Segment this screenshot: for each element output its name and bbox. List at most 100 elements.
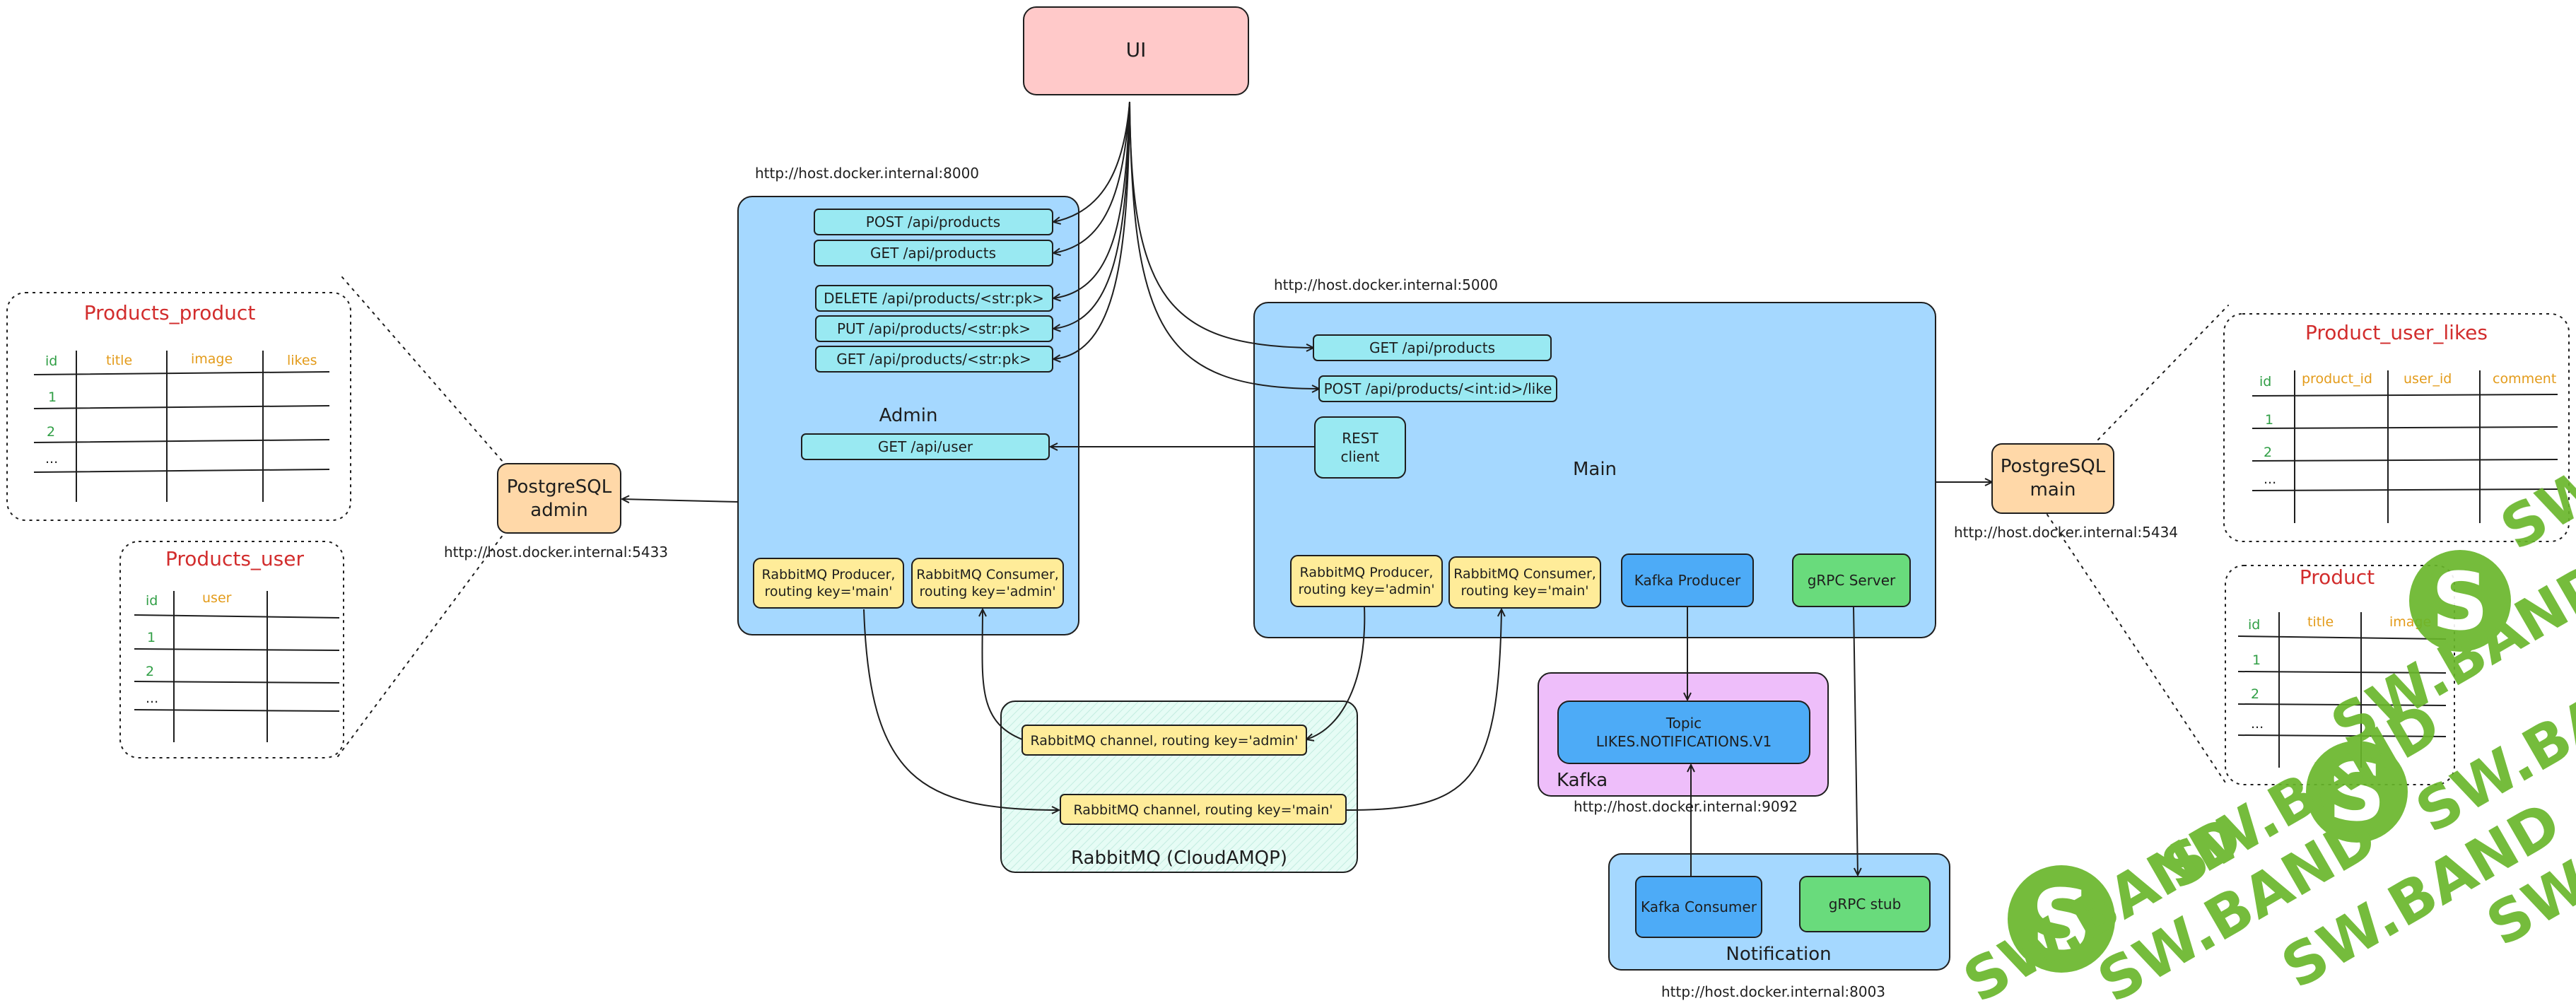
notification-url: http://host.docker.internal:8003 xyxy=(1661,983,1885,1000)
svg-text:GET /api/user: GET /api/user xyxy=(878,438,973,455)
main-url: http://host.docker.internal:5000 xyxy=(1274,276,1498,293)
table-products-user: Products_user id user 1 2 ... xyxy=(119,541,344,758)
admin-label: Admin xyxy=(879,405,938,426)
svg-text:user: user xyxy=(202,590,232,606)
postgres-admin: PostgreSQL admin xyxy=(497,463,621,534)
svg-text:S: S xyxy=(2432,556,2489,648)
admin-endpoint-get-products: GET /api/products xyxy=(814,240,1053,266)
svg-text:Products_user: Products_user xyxy=(165,547,304,570)
main-grpc-server: gRPC Server xyxy=(1792,553,1911,607)
ui-node: UI xyxy=(1023,6,1249,95)
admin-endpoint-post-products: POST /api/products xyxy=(814,209,1053,235)
rabbitmq-label: RabbitMQ (CloudAMQP) xyxy=(1071,848,1287,869)
svg-text:Kafka Consumer: Kafka Consumer xyxy=(1641,898,1757,915)
svg-text:1: 1 xyxy=(48,389,57,405)
svg-text:2: 2 xyxy=(2264,445,2272,460)
svg-text:id: id xyxy=(146,593,158,609)
admin-endpoint-put-product: PUT /api/products/<str:pk> xyxy=(815,315,1053,342)
svg-text:REST: REST xyxy=(1342,430,1378,447)
svg-text:main: main xyxy=(2030,479,2076,500)
admin-endpoint-get-user: GET /api/user xyxy=(801,433,1050,460)
svg-text:PostgreSQL: PostgreSQL xyxy=(2001,456,2106,477)
admin-rabbitmq-consumer: RabbitMQ Consumer, routing key='admin' xyxy=(911,558,1064,609)
main-kafka-producer: Kafka Producer xyxy=(1621,553,1754,607)
svg-text:id: id xyxy=(2248,617,2260,633)
kafka-url: http://host.docker.internal:9092 xyxy=(1574,798,1798,815)
main-endpoint-get-products: GET /api/products xyxy=(1313,334,1552,361)
admin-endpoint-delete-product: DELETE /api/products/<str:pk> xyxy=(815,285,1053,312)
rabbitmq-channel-main: RabbitMQ channel, routing key='main' xyxy=(1060,794,1347,825)
kafka-label: Kafka xyxy=(1557,770,1608,791)
svg-text:RabbitMQ channel, routing key=: RabbitMQ channel, routing key='main' xyxy=(1074,802,1333,818)
svg-text:id: id xyxy=(2259,374,2271,389)
svg-text:GET /api/products: GET /api/products xyxy=(1369,339,1495,356)
svg-text:gRPC Server: gRPC Server xyxy=(1808,572,1896,589)
svg-text:GET /api/products/<str:pk>: GET /api/products/<str:pk> xyxy=(836,351,1031,368)
svg-text:LIKES.NOTIFICATIONS.V1: LIKES.NOTIFICATIONS.V1 xyxy=(1596,733,1772,750)
main-rest-client: REST client xyxy=(1314,416,1406,479)
main-label: Main xyxy=(1573,459,1617,480)
svg-text:Topic: Topic xyxy=(1665,715,1702,732)
svg-text:2: 2 xyxy=(47,424,55,440)
rabbitmq-channel-admin: RabbitMQ channel, routing key='admin' xyxy=(1021,725,1307,756)
main-endpoint-like-product: POST /api/products/<int:id>/like xyxy=(1318,375,1557,402)
svg-text:RabbitMQ Producer,: RabbitMQ Producer, xyxy=(1300,565,1434,580)
svg-text:gRPC stub: gRPC stub xyxy=(1829,896,1902,913)
admin-endpoint-get-product: GET /api/products/<str:pk> xyxy=(815,346,1053,373)
postgres-admin-url: http://host.docker.internal:5433 xyxy=(444,544,668,561)
svg-text:PUT /api/products/<str:pk>: PUT /api/products/<str:pk> xyxy=(837,320,1031,337)
svg-text:...: ... xyxy=(2251,716,2264,732)
svg-text:2: 2 xyxy=(2251,686,2259,702)
svg-text:Kafka Producer: Kafka Producer xyxy=(1634,572,1741,589)
svg-text:S: S xyxy=(2032,871,2092,968)
svg-text:Product_user_likes: Product_user_likes xyxy=(2305,321,2488,344)
svg-text:likes: likes xyxy=(287,353,317,368)
admin-url: http://host.docker.internal:8000 xyxy=(755,165,979,182)
watermark-logo-2: S xyxy=(2306,741,2408,843)
postgres-main: PostgreSQL main xyxy=(1991,443,2114,514)
svg-text:POST /api/products/<int:id>/li: POST /api/products/<int:id>/like xyxy=(1324,380,1552,397)
svg-text:1: 1 xyxy=(2252,652,2261,668)
svg-text:client: client xyxy=(1341,448,1380,465)
svg-text:2: 2 xyxy=(146,664,154,679)
svg-text:admin: admin xyxy=(530,500,587,521)
svg-text:...: ... xyxy=(2264,471,2276,487)
svg-text:POST /api/products: POST /api/products xyxy=(866,213,1000,230)
svg-text:...: ... xyxy=(146,691,158,706)
svg-text:RabbitMQ Consumer,: RabbitMQ Consumer, xyxy=(1453,566,1596,582)
svg-text:user_id: user_id xyxy=(2404,371,2452,387)
admin-rabbitmq-producer: RabbitMQ Producer, routing key='main' xyxy=(753,558,904,609)
svg-text:Product: Product xyxy=(2300,565,2375,589)
watermark: S S S SW.BAND SW.BAND SW.BAND SW.BAND SW… xyxy=(1953,351,2576,1008)
watermark-logo-3: S xyxy=(2008,865,2115,973)
svg-text:image: image xyxy=(191,351,233,367)
svg-text:Products_product: Products_product xyxy=(84,301,256,324)
svg-text:GET /api/products: GET /api/products xyxy=(870,245,996,262)
svg-text:...: ... xyxy=(45,451,58,467)
svg-text:PostgreSQL: PostgreSQL xyxy=(507,476,612,498)
svg-text:id: id xyxy=(45,353,57,369)
ui-label: UI xyxy=(1126,38,1147,61)
svg-text:comment: comment xyxy=(2493,371,2556,387)
notification-kafka-consumer: Kafka Consumer xyxy=(1635,876,1762,938)
table-products-product: Products_product id title image likes 1 … xyxy=(6,292,351,521)
svg-text:1: 1 xyxy=(2265,412,2273,428)
svg-text:DELETE /api/products/<str:pk>: DELETE /api/products/<str:pk> xyxy=(824,290,1044,307)
svg-text:product_id: product_id xyxy=(2302,371,2372,387)
main-rabbitmq-consumer: RabbitMQ Consumer, routing key='main' xyxy=(1448,556,1601,609)
table-product-user-likes: Product_user_likes id product_id user_id… xyxy=(2223,313,2570,542)
notification-label: Notification xyxy=(1726,944,1831,965)
svg-text:title: title xyxy=(2307,614,2334,630)
svg-text:routing key='admin': routing key='admin' xyxy=(919,584,1055,599)
svg-text:RabbitMQ Consumer,: RabbitMQ Consumer, xyxy=(916,567,1059,582)
svg-text:RabbitMQ channel, routing key=: RabbitMQ channel, routing key='admin' xyxy=(1030,733,1298,749)
svg-text:routing key='main': routing key='main' xyxy=(1460,583,1588,599)
notification-grpc-stub: gRPC stub xyxy=(1799,876,1931,932)
svg-text:title: title xyxy=(106,353,132,368)
svg-text:RabbitMQ Producer,: RabbitMQ Producer, xyxy=(762,567,896,582)
watermark-logo-1: S xyxy=(2409,550,2511,652)
svg-text:S: S xyxy=(2329,747,2386,839)
kafka-topic: Topic LIKES.NOTIFICATIONS.V1 xyxy=(1557,701,1810,764)
svg-text:routing key='main': routing key='main' xyxy=(764,584,892,599)
